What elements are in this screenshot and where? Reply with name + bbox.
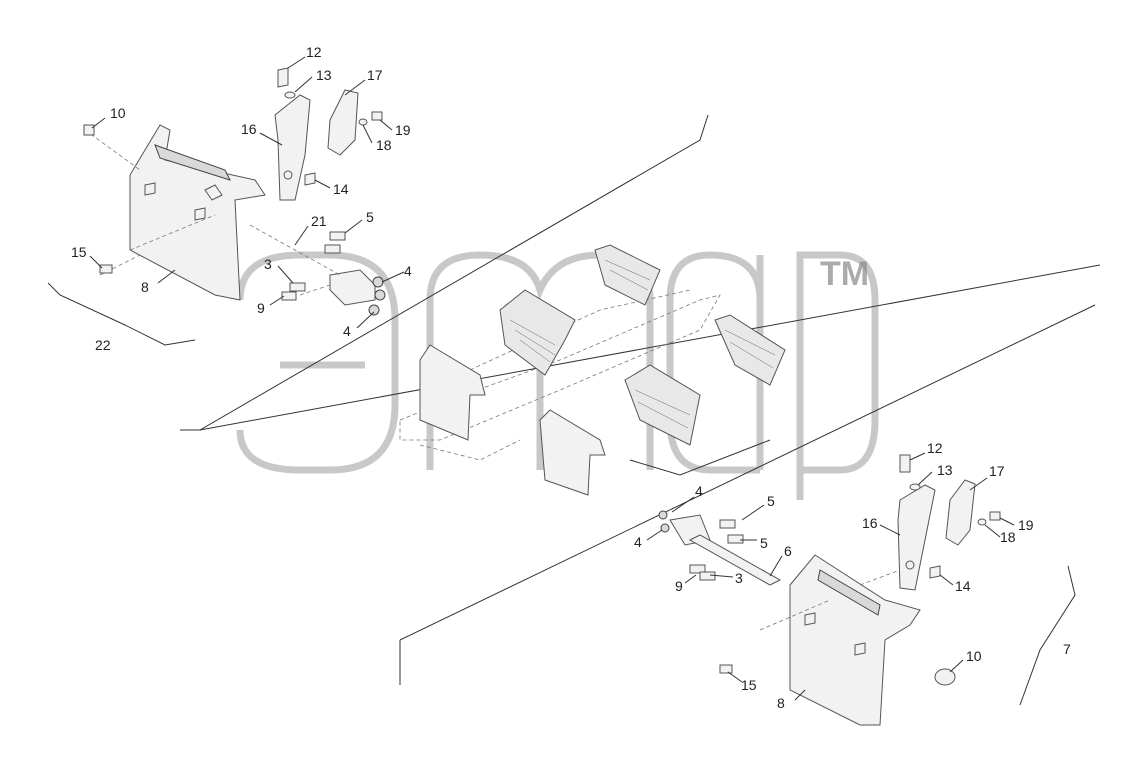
callout-21: 21 [311,213,327,229]
callout-19: 19 [395,122,411,138]
callout-4b: 4 [343,323,351,339]
group-7-bracket [1019,565,1076,706]
callout-8: 8 [141,279,149,295]
callout-16: 16 [862,515,878,531]
fender-assembly-left [83,67,386,316]
callout-12: 12 [927,440,943,456]
callout-5b: 5 [760,535,768,551]
callout-3: 3 [735,570,743,586]
center-fender-1 [419,344,486,441]
bolt-12-left [277,67,289,88]
callout-15: 15 [71,244,87,260]
bolt-12-right [899,454,911,473]
callout-4a: 4 [404,263,412,279]
construction-lines [180,114,1101,685]
callout-15: 15 [741,677,757,693]
callout-12: 12 [306,44,322,60]
callout-5a: 5 [767,493,775,509]
callout-13: 13 [937,462,953,478]
callouts-top-left: 10 12 13 17 16 19 18 14 21 5 15 3 4 8 9 … [71,44,412,353]
callout-10: 10 [966,648,982,664]
callout-19: 19 [1018,517,1034,533]
callout-13: 13 [316,67,332,83]
callout-7: 7 [1063,641,1071,657]
callout-4b: 4 [634,534,642,550]
tube-6 [688,534,782,586]
leaders-bottom-right [646,452,1015,701]
trademark-text: TM [820,255,869,293]
grille-2 [594,244,661,306]
callouts-bottom-right: 12 13 17 16 19 18 14 4 5 4 5 6 9 3 10 7 … [634,440,1071,711]
callout-16: 16 [241,121,257,137]
callout-22: 22 [95,337,111,353]
leaders-top-left [89,56,405,329]
callout-3: 3 [264,256,272,272]
callout-9: 9 [675,578,683,594]
callout-14: 14 [955,578,971,594]
grille-1 [499,289,576,376]
callout-14: 14 [333,181,349,197]
grille-3 [714,314,786,386]
bracket-17-right [945,479,976,546]
fender-panel-right [789,554,921,726]
callout-10: 10 [110,105,126,121]
center-fenders [419,244,786,496]
hub-left [329,269,376,306]
callout-18: 18 [1000,529,1016,545]
callout-8: 8 [777,695,785,711]
callout-17: 17 [367,67,383,83]
bracket-16-right [897,484,936,591]
callout-17: 17 [989,463,1005,479]
callout-4a: 4 [695,483,703,499]
group-22-bracket [47,282,196,346]
callout-18: 18 [376,137,392,153]
callout-6: 6 [784,543,792,559]
callout-9: 9 [257,300,265,316]
chassis-frame [399,289,721,461]
bracket-17-left [327,89,359,156]
fender-assembly-right [658,454,1001,726]
grille-4 [624,364,701,446]
center-fender-2 [539,409,606,496]
callout-5: 5 [366,209,374,225]
